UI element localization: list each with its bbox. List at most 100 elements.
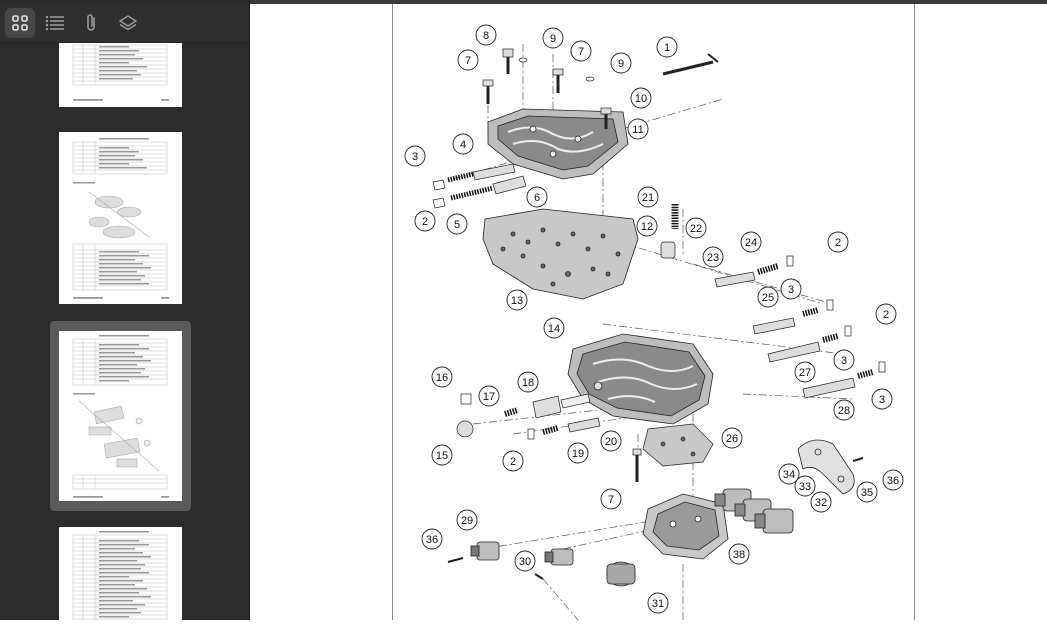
callout-label: 16 (436, 372, 448, 384)
callout-24: 24 (740, 231, 762, 253)
callout-label: 28 (838, 405, 850, 417)
callout-label: 3 (879, 394, 885, 406)
callout-35: 35 (856, 481, 878, 503)
callout-20: 20 (600, 430, 622, 452)
callout-label: 36 (426, 534, 438, 546)
callout-label: 20 (605, 436, 617, 448)
page-4-preview (72, 531, 168, 620)
callout-label: 3 (412, 151, 418, 163)
callout-label: 27 (799, 367, 811, 379)
thumbnail-list[interactable] (0, 43, 249, 620)
callout-5: 5 (446, 213, 468, 235)
grid-icon (12, 15, 28, 31)
callout-label: 5 (454, 219, 460, 231)
callout-9: 9 (542, 27, 564, 49)
callout-label: 9 (618, 58, 624, 70)
upper-valve-body (487, 108, 629, 180)
paperclip-icon (87, 14, 95, 31)
callout-22: 22 (685, 217, 707, 239)
page-thumbnail-4[interactable] (59, 527, 182, 620)
callout-9-2: 9 (610, 52, 632, 74)
callout-19: 19 (567, 442, 589, 464)
callout-3: 3 (404, 145, 426, 167)
callout-3-3: 3 (833, 349, 855, 371)
callout-2-2: 2 (827, 231, 849, 253)
callout-26: 26 (721, 427, 743, 449)
callout-32: 32 (810, 491, 832, 513)
callout-6: 6 (526, 186, 548, 208)
callout-label: 24 (745, 237, 757, 249)
callout-38: 38 (728, 543, 750, 565)
callout-2-3: 2 (875, 303, 897, 325)
callout-33: 33 (794, 475, 816, 497)
callout-27: 27 (794, 361, 816, 383)
outline-view-button[interactable] (40, 8, 70, 38)
callout-label: 4 (460, 139, 466, 151)
callout-7-2: 7 (570, 40, 592, 62)
callout-label: 36 (887, 475, 899, 487)
exploded-parts-diagram: 1222233334567778991011121314151617181920… (404, 24, 904, 621)
layers-view-button[interactable] (113, 8, 143, 38)
layers-icon (119, 15, 137, 31)
callout-11: 11 (627, 118, 649, 140)
lower-valve-body (567, 333, 714, 425)
page-1-preview (72, 44, 169, 101)
callout-label: 17 (483, 391, 495, 403)
callout-label: 13 (511, 295, 523, 307)
page-thumbnail-2[interactable] (59, 132, 182, 304)
callout-16: 16 (431, 366, 453, 388)
solenoid-body (642, 493, 729, 560)
callout-label: 29 (461, 515, 473, 527)
callout-2-4: 2 (502, 450, 524, 472)
page-3-preview (72, 335, 169, 498)
callout-23: 23 (702, 246, 724, 268)
callout-label: 12 (641, 221, 653, 233)
callout-label: 32 (815, 497, 827, 509)
callout-label: 25 (762, 292, 774, 304)
callout-label: 3 (841, 355, 847, 367)
callout-label: 2 (510, 456, 516, 468)
callout-30: 30 (514, 550, 536, 572)
callout-7-3: 7 (600, 488, 622, 510)
callout-2: 2 (414, 210, 436, 232)
page-thumbnail-1[interactable] (59, 43, 182, 107)
callout-10: 10 (630, 87, 652, 109)
callout-18: 18 (517, 371, 539, 393)
callout-4: 4 (452, 133, 474, 155)
callout-12: 12 (636, 215, 658, 237)
callout-label: 30 (519, 556, 531, 568)
thumbnails-view-button[interactable] (5, 8, 35, 38)
callout-label: 33 (799, 481, 811, 493)
page-thumbnail-3[interactable] (59, 331, 182, 501)
callout-label: 14 (548, 323, 560, 335)
sidebar-toolbar (0, 4, 249, 43)
callout-label: 38 (733, 549, 745, 561)
attachments-view-button[interactable] (77, 8, 107, 38)
callout-3-4: 3 (871, 388, 893, 410)
callout-1: 1 (656, 36, 678, 58)
callout-14: 14 (543, 317, 565, 339)
callout-15: 15 (431, 444, 453, 466)
callout-label: 11 (632, 124, 643, 136)
callout-label: 2 (835, 237, 841, 249)
callout-label: 7 (608, 494, 614, 506)
callout-36: 36 (421, 528, 443, 550)
callout-label: 3 (788, 284, 794, 296)
list-icon (45, 15, 64, 31)
callout-label: 8 (483, 30, 489, 42)
callout-label: 15 (436, 450, 448, 462)
callout-label: 35 (861, 487, 873, 499)
callout-21: 21 (637, 186, 659, 208)
callout-label: 34 (783, 469, 795, 481)
callout-label: 18 (522, 377, 534, 389)
separator-plate (482, 208, 639, 300)
callout-label: 26 (726, 433, 738, 445)
callout-label: 21 (642, 192, 654, 204)
callout-25: 25 (757, 286, 779, 308)
callout-36-2: 36 (882, 469, 904, 491)
callout-13: 13 (506, 289, 528, 311)
window-top-bar (0, 0, 1047, 4)
callout-label: 6 (534, 192, 540, 204)
callout-8: 8 (475, 24, 497, 46)
